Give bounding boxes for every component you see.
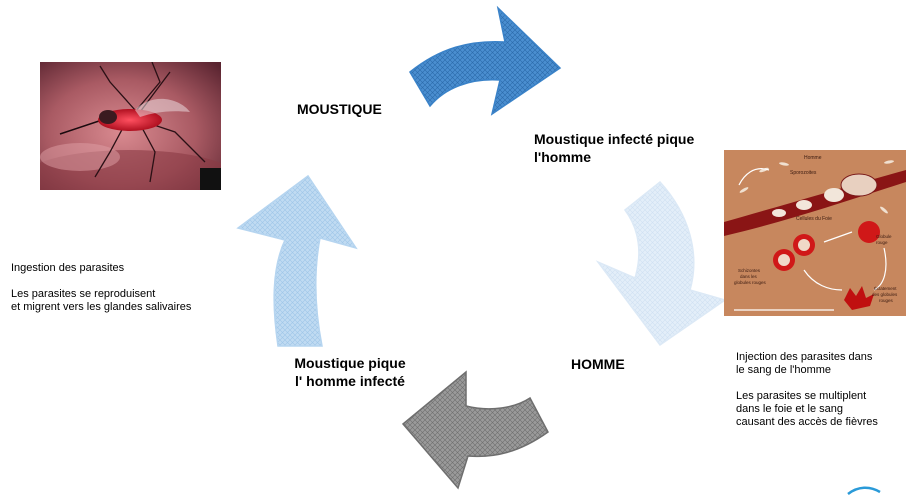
- note-mosquito-line3: Les parasites se reproduisent: [11, 288, 271, 301]
- illustration-title: Homme: [804, 155, 822, 161]
- label-infected-mosquito-bites: Moustique infecté pique l'homme: [534, 130, 694, 166]
- arrow-mosquito-to-human: [410, 8, 560, 114]
- arrow-human-to-mosquito: [403, 372, 548, 488]
- label-burst-1: Éclatement: [874, 285, 897, 291]
- note-mosquito-line4: et migrent vers les glandes salivaires: [11, 301, 271, 314]
- label-schizontes-3: globules rouges: [734, 280, 767, 285]
- note-human-line5: dans le foie et le sang: [736, 403, 906, 416]
- label-mosquito-bites-infected-line2: l' homme infecté: [280, 372, 420, 390]
- label-schizontes-2: dans les: [740, 274, 758, 279]
- note-mosquito-stage: Ingestion des parasites Les parasites se…: [11, 262, 271, 314]
- note-human-line1: Injection des parasites dans: [736, 351, 906, 364]
- label-red-cell-2: rouge: [876, 240, 888, 245]
- arrow-human-cycle: [598, 182, 725, 345]
- note-human-line6: causant des accès de fièvres: [736, 416, 906, 429]
- note-mosquito-spacer: [11, 275, 271, 288]
- note-human-spacer: [736, 377, 906, 390]
- label-infected-mosquito-bites-line2: l'homme: [534, 148, 694, 166]
- note-human-stage: Injection des parasites dans le sang de …: [736, 351, 906, 429]
- label-human: HOMME: [571, 355, 625, 373]
- note-human-line4: Les parasites se multiplent: [736, 390, 906, 403]
- label-red-cell-1: Globule: [876, 234, 892, 239]
- label-infected-mosquito-bites-line1: Moustique infecté pique: [534, 130, 694, 148]
- note-human-line2: le sang de l'homme: [736, 364, 906, 377]
- note-mosquito-line1: Ingestion des parasites: [11, 262, 271, 275]
- parasite-cycle-illustration: Homme Sporozoites Cellules du Foie Globu…: [724, 150, 906, 316]
- label-burst-3: rouges: [879, 298, 894, 303]
- label-burst-2: des globules: [872, 292, 898, 297]
- label-liver-cells: Cellules du Foie: [796, 216, 832, 222]
- label-sporozoites: Sporozoites: [790, 170, 817, 176]
- arrow-mosquito-stage: [238, 176, 356, 346]
- label-schizontes-1: Schizontes: [738, 268, 761, 273]
- label-mosquito: MOUSTIQUE: [297, 100, 382, 118]
- label-mosquito-bites-infected: Moustique pique l' homme infecté: [280, 354, 420, 390]
- mosquito-photo: [40, 62, 221, 190]
- label-mosquito-bites-infected-line1: Moustique pique: [280, 354, 420, 372]
